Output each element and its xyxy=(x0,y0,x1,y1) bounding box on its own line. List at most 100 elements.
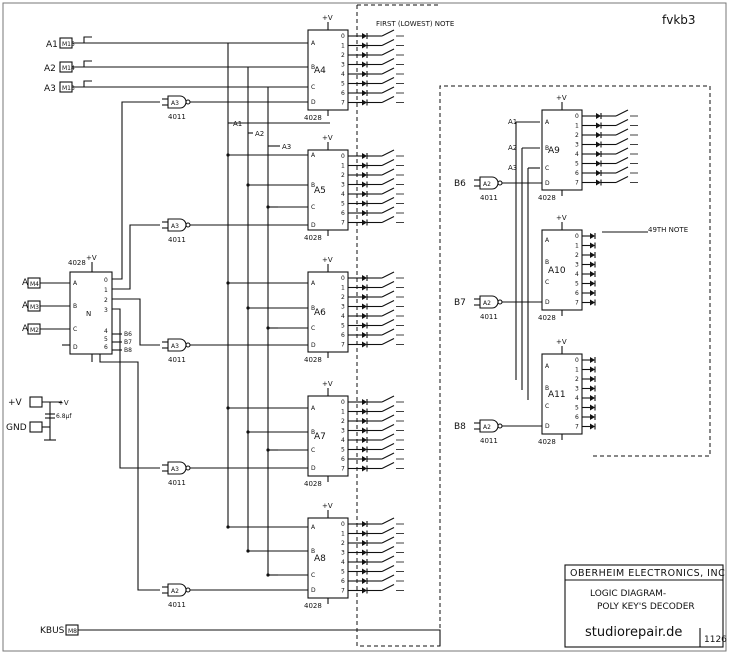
svg-text:A2: A2 xyxy=(44,64,56,74)
bus-label-a3: A3 xyxy=(282,143,291,151)
input-a1: A1 M15 xyxy=(46,36,304,50)
bus-label-a1-right: A1 xyxy=(508,118,517,126)
svg-text:M15: M15 xyxy=(62,41,75,48)
company-name: OBERHEIM ELECTRONICS, INC xyxy=(570,568,725,579)
gate-input-label: B7 xyxy=(454,298,466,308)
output-pin-label: 3 xyxy=(575,142,579,149)
vcc-label: +V xyxy=(322,256,333,264)
input-pin-label: D xyxy=(545,299,550,306)
dashed-boundary xyxy=(356,5,711,647)
svg-text:GND: GND xyxy=(6,423,27,433)
svg-text:M14: M14 xyxy=(62,65,75,72)
output-pin-label: 6 xyxy=(575,290,579,297)
input-pin-label: C xyxy=(311,325,315,332)
svg-text:A1: A1 xyxy=(46,40,58,50)
input-pin-label: B xyxy=(545,259,549,266)
gate-part: 4011 xyxy=(168,479,186,487)
decoder-layer: A44028+VABCD01234567A54028+VABCD01234567… xyxy=(226,14,638,610)
output-pin-label: 4 xyxy=(341,559,345,566)
gate-ref: A2 xyxy=(483,424,491,431)
output-pin-label: 0 xyxy=(341,153,345,160)
svg-text:+V: +V xyxy=(8,398,23,408)
input-pin-label: C xyxy=(311,447,315,454)
watermark-top: fvkb3 xyxy=(662,13,696,27)
output-pin-label: 7 xyxy=(575,180,579,187)
input-pin-label: B xyxy=(311,429,315,436)
input-pin-label: C xyxy=(311,572,315,579)
first-note-label: FIRST (LOWEST) NOTE xyxy=(376,20,454,28)
output-pin-label: 6 xyxy=(575,414,579,421)
output-pin-label: 0 xyxy=(341,33,345,40)
vcc-label: +V xyxy=(322,502,333,510)
vcc-label: +V xyxy=(322,14,333,22)
output-pin-label: 2 xyxy=(341,540,345,547)
output-pin-label: 2 xyxy=(575,376,579,383)
input-pin-label: A xyxy=(311,524,316,531)
svg-text:+V: +V xyxy=(86,254,97,262)
svg-text:+V: +V xyxy=(58,399,69,407)
decoder-part: 4028 xyxy=(304,234,322,242)
bus-label-a2: A2 xyxy=(255,130,264,138)
input-a6: A6 M2 xyxy=(22,323,70,335)
bus-label-a2-right: A2 xyxy=(508,144,517,152)
output-pin-label: 1 xyxy=(341,163,345,170)
output-pin-label: 6 xyxy=(341,90,345,97)
gate-ref: A3 xyxy=(171,223,179,230)
output-pin-label: 3 xyxy=(341,304,345,311)
output-pin-label: 7 xyxy=(341,100,345,107)
input-pin-label: A xyxy=(311,40,316,47)
output-pin-label: 6 xyxy=(575,170,579,177)
output-pin-label: 6 xyxy=(341,456,345,463)
output-pin-label: 3 xyxy=(575,386,579,393)
svg-text:B8: B8 xyxy=(124,347,132,354)
kbus-input: KBUS M8 xyxy=(40,624,441,646)
diagram-title-line2: POLY KEY'S DECODER xyxy=(597,602,695,612)
output-pin-label: 1 xyxy=(575,123,579,130)
gate-ref: A3 xyxy=(171,343,179,350)
watermark-bottom: studiorepair.de xyxy=(585,625,682,640)
output-pin-label: 7 xyxy=(341,220,345,227)
input-pin-label: C xyxy=(311,204,315,211)
svg-text:4: 4 xyxy=(104,328,108,335)
decoder-ref: A9 xyxy=(548,146,560,156)
decoder-part: 4028 xyxy=(304,356,322,364)
output-pin-label: 0 xyxy=(575,233,579,240)
output-pin-label: 4 xyxy=(341,313,345,320)
output-pin-label: 5 xyxy=(341,201,345,208)
vcc-label: +V xyxy=(556,214,567,222)
output-pin-label: 1 xyxy=(341,409,345,416)
output-pin-label: 7 xyxy=(575,424,579,431)
input-a5: A5 M3 xyxy=(22,300,70,312)
bus-label-a1: A1 xyxy=(233,120,242,128)
svg-text:4028: 4028 xyxy=(68,259,86,267)
input-pin-label: B xyxy=(311,64,315,71)
gate-part: 4011 xyxy=(168,356,186,364)
decoder-ref: A10 xyxy=(548,266,566,276)
output-pin-label: 2 xyxy=(575,252,579,259)
vcc-label: +V xyxy=(556,338,567,346)
input-pin-label: D xyxy=(311,342,316,349)
svg-text:M13: M13 xyxy=(62,85,75,92)
diagram-title-line1: LOGIC DIAGRAM- xyxy=(590,589,666,599)
decoder-part: 4028 xyxy=(304,114,322,122)
gate-input-label: B8 xyxy=(454,422,466,432)
gate-part: 4011 xyxy=(480,194,498,202)
input-a4: A4 M4 xyxy=(22,277,70,289)
svg-text:3: 3 xyxy=(104,307,108,314)
svg-text:1: 1 xyxy=(104,287,108,294)
svg-text:M4: M4 xyxy=(30,281,39,288)
svg-text:0: 0 xyxy=(104,277,108,284)
output-pin-label: 5 xyxy=(575,405,579,412)
